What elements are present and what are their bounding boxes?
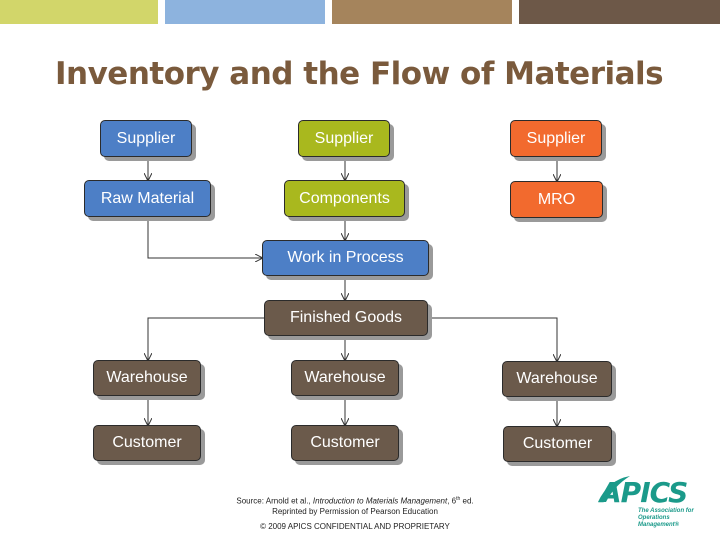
customer-node-3: Customer [503, 426, 612, 462]
source-book-title: Introduction to Materials Management [312, 496, 448, 506]
apics-logo: APICS The Association for Operations Man… [594, 474, 706, 529]
color-bar-2 [165, 0, 325, 24]
edge-finished-warehouse1 [148, 317, 264, 360]
components-node: Components [284, 180, 405, 217]
logo-swoosh-icon [598, 476, 630, 502]
supplier-node-1: Supplier [100, 120, 192, 157]
source-edition-sup: th [456, 496, 461, 502]
customer-node-1: Customer [93, 425, 201, 461]
logo-tagline-1: The Association for [638, 508, 694, 514]
edge-raw-wip [147, 217, 262, 258]
warehouse-node-1: Warehouse [93, 360, 201, 396]
source-citation: Source: Arnold et al., Introduction to M… [200, 494, 510, 517]
mro-node: MRO [510, 181, 603, 218]
supplier-node-3: Supplier [510, 120, 602, 157]
slide-title: Inventory and the Flow of Materials [55, 56, 664, 92]
warehouse-node-3: Warehouse [502, 361, 612, 397]
copyright: © 2009 APICS CONFIDENTIAL AND PROPRIETAR… [260, 522, 450, 531]
logo-wordmark: APICS [600, 476, 688, 509]
color-bar-4 [519, 0, 720, 24]
reprint-note: Reprinted by Permission of Pearson Educa… [272, 506, 438, 516]
edge-finished-warehouse3 [428, 317, 557, 361]
source-prefix: Source: Arnold et al., [236, 496, 313, 506]
finished-goods-node: Finished Goods [264, 300, 428, 336]
warehouse-node-2: Warehouse [291, 360, 399, 396]
color-bar-1 [0, 0, 158, 24]
source-edition: , 6 [447, 496, 457, 506]
supplier-node-2: Supplier [298, 120, 390, 157]
source-suffix: ed. [460, 496, 474, 506]
color-bar-3 [332, 0, 512, 24]
customer-node-2: Customer [291, 425, 399, 461]
work-in-process-node: Work in Process [262, 240, 429, 276]
raw-material-node: Raw Material [84, 180, 211, 217]
logo-tagline-2: Operations Management® [638, 515, 680, 528]
logo-tagline: The Association for Operations Managemen… [638, 508, 706, 529]
